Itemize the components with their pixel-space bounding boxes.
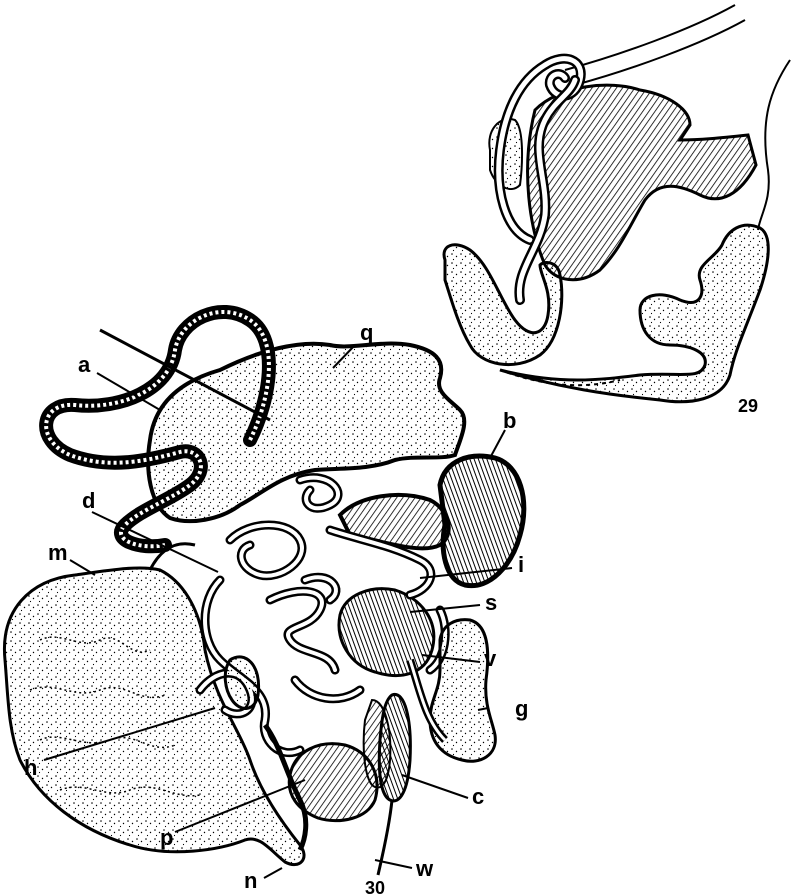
label-v: v [484, 646, 497, 671]
body-wall-line [758, 60, 790, 230]
label-n: n [244, 868, 257, 893]
label-d: d [82, 488, 95, 513]
figure-number-30: 30 [365, 878, 385, 896]
label-h: h [24, 755, 37, 780]
duct-upper-2 [575, 20, 745, 85]
figure-number-29: 29 [738, 396, 758, 416]
label-g: g [515, 696, 528, 721]
label-i: i [518, 552, 524, 577]
label-w: w [415, 856, 434, 881]
organ-s [339, 589, 434, 676]
figure-29 [444, 5, 790, 402]
organ-h-dark [225, 657, 258, 709]
label-b: b [503, 408, 516, 433]
label-c: c [472, 784, 484, 809]
label-p: p [160, 825, 173, 850]
label-m: m [48, 540, 68, 565]
organ-m [4, 568, 304, 865]
label-q: q [360, 320, 373, 345]
label-s: s [485, 590, 497, 615]
label-a: a [78, 352, 91, 377]
organ-b [440, 456, 524, 586]
